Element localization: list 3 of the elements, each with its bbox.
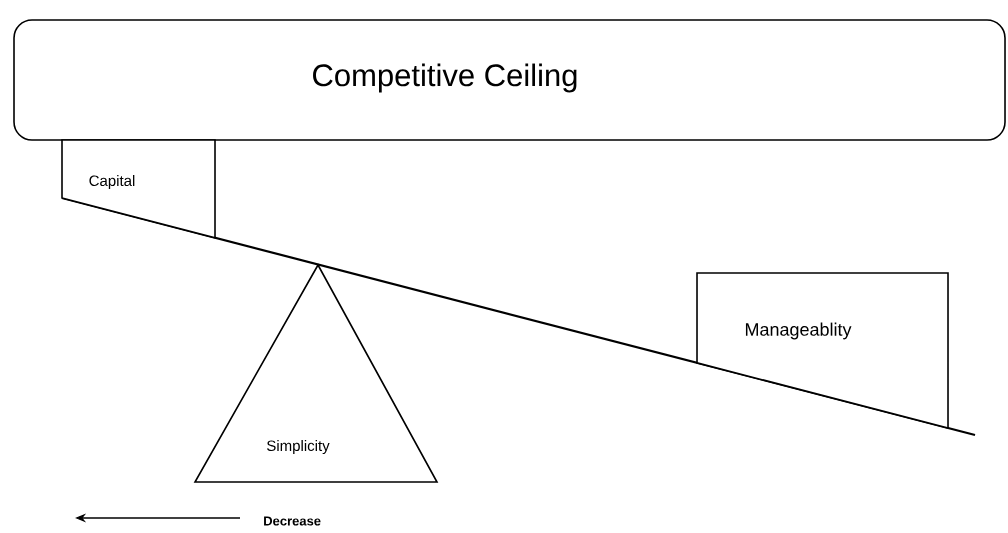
ceiling-box: Competitive Ceiling	[13, 19, 1006, 141]
capital-block: Capital	[61, 139, 216, 239]
direction-label: Decrease	[264, 516, 321, 526]
